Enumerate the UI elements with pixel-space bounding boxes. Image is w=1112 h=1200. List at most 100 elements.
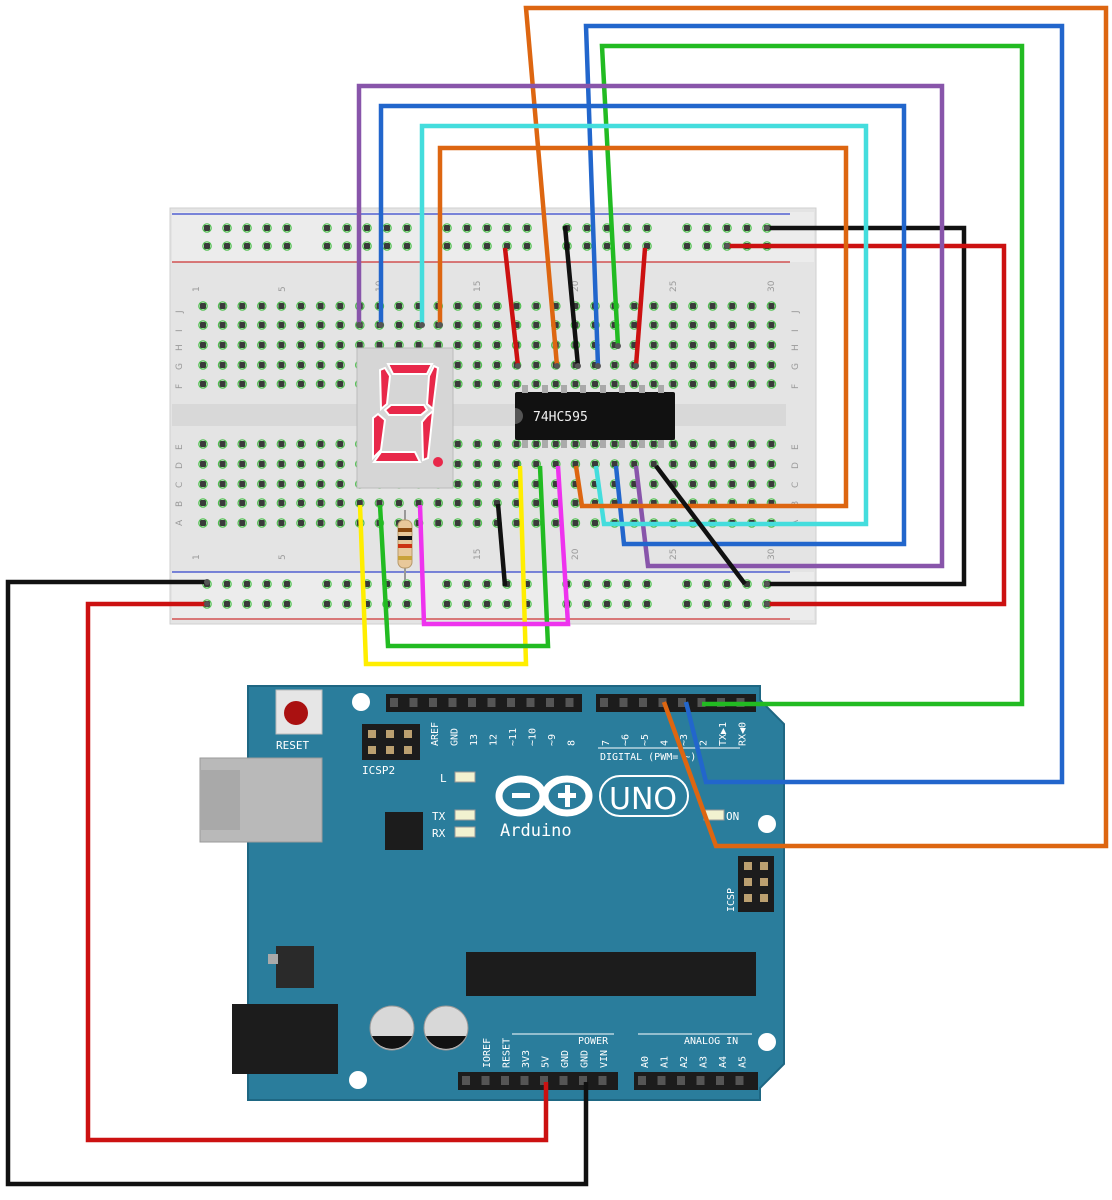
breadboard-hole [322, 579, 332, 589]
breadboard-hole [492, 379, 502, 389]
breadboard-hole [315, 518, 326, 528]
pin-label: A2 [679, 1056, 690, 1068]
header-pin [448, 698, 457, 707]
header-pin [546, 698, 554, 707]
breadboard-hole [766, 320, 777, 330]
breadboard-hole [256, 518, 267, 528]
breadboard-hole [217, 360, 228, 370]
breadboard-hole [322, 223, 332, 233]
breadboard-hole [256, 320, 267, 330]
row-letter: E [175, 444, 185, 450]
power-jack [232, 1004, 338, 1074]
pin-label: 4 [660, 740, 671, 746]
breadboard-hole [668, 459, 679, 469]
breadboard-hole [382, 223, 392, 233]
breadboard-hole [315, 379, 326, 389]
breadboard-hole [492, 360, 502, 370]
breadboard-hole [492, 340, 502, 350]
breadboard-hole [256, 301, 267, 311]
reset-button-cap[interactable] [284, 701, 308, 725]
breadboard-hole [472, 459, 483, 469]
row-letter: D [791, 462, 801, 469]
tx-led-label: TX [432, 810, 446, 823]
header-pin [639, 698, 647, 707]
breadboard-hole [394, 320, 404, 330]
breadboard-hole [707, 301, 718, 311]
breadboard-hole [256, 459, 267, 469]
breadboard-hole [262, 599, 272, 609]
breadboard-hole [622, 241, 632, 251]
digital-label: DIGITAL (PWM= ~) [600, 752, 696, 763]
breadboard-hole [402, 223, 412, 233]
breadboard-hole [322, 599, 332, 609]
breadboard-hole [746, 379, 757, 389]
col-number: 30 [767, 548, 777, 560]
row-letter: E [791, 444, 801, 450]
breadboard-hole [531, 439, 541, 449]
uno-label: UNO [609, 782, 677, 817]
breadboard-hole [296, 498, 306, 508]
breadboard-hole [237, 379, 247, 389]
breadboard-hole [296, 340, 306, 350]
breadboard-hole [394, 498, 404, 508]
breadboard-hole [570, 439, 581, 449]
breadboard-hole [276, 301, 287, 311]
breadboard-hole [237, 498, 247, 508]
pin-label: GND [560, 1050, 571, 1068]
breadboard-hole [202, 241, 212, 251]
breadboard-hole [296, 320, 306, 330]
breadboard-hole [522, 241, 532, 251]
pin-label: ~10 [528, 728, 539, 746]
header-pin [429, 698, 437, 707]
pin-label: ~11 [508, 728, 519, 746]
breadboard-hole [702, 579, 712, 589]
breadboard-hole [335, 459, 345, 469]
breadboard-hole [276, 360, 287, 370]
row-letter: D [175, 462, 185, 469]
breadboard-hole [335, 498, 345, 508]
breadboard-hole [472, 340, 483, 350]
digital-header-right [596, 694, 756, 712]
icsp2-header [362, 724, 420, 760]
header-pin [526, 698, 535, 707]
header-pin [678, 698, 686, 707]
breadboard-hole [688, 301, 698, 311]
breadboard-hole [315, 360, 326, 370]
breadboard-hole [511, 439, 522, 449]
breadboard-hole [256, 379, 267, 389]
breadboard-hole [609, 439, 620, 449]
breadboard-hole [296, 360, 306, 370]
breadboard-hole [522, 223, 532, 233]
col-number: 1 [192, 286, 202, 292]
breadboard-hole [622, 579, 632, 589]
breadboard-hole [315, 479, 326, 489]
header-pin [468, 698, 476, 707]
icsp-header [738, 856, 774, 912]
breadboard-hole [688, 340, 698, 350]
breadboard-hole [452, 301, 463, 311]
breadboard-hole [472, 379, 483, 389]
breadboard-hole [688, 439, 698, 449]
breadboard-hole [472, 479, 483, 489]
pin-label: 3V3 [521, 1050, 532, 1068]
breadboard-hole [702, 599, 712, 609]
breadboard-hole [550, 518, 561, 528]
pin-label: A0 [640, 1056, 651, 1068]
pin-label: 12 [489, 734, 500, 746]
breadboard-hole [402, 241, 412, 251]
breadboard-hole [256, 340, 267, 350]
breadboard-hole [707, 360, 718, 370]
breadboard-hole [217, 479, 228, 489]
breadboard-hole [622, 223, 632, 233]
breadboard-hole [315, 459, 326, 469]
breadboard-hole [550, 439, 561, 449]
row-letter: J [175, 310, 185, 314]
breadboard-hole [722, 599, 732, 609]
wire-cyan-seg [419, 123, 869, 527]
breadboard-hole [482, 241, 492, 251]
wire-red-vcc-left [502, 247, 521, 367]
breadboard-hole [315, 439, 326, 449]
row-letter: G [791, 363, 801, 370]
wires [5, 5, 1109, 1187]
breadboard-hole [256, 498, 267, 508]
